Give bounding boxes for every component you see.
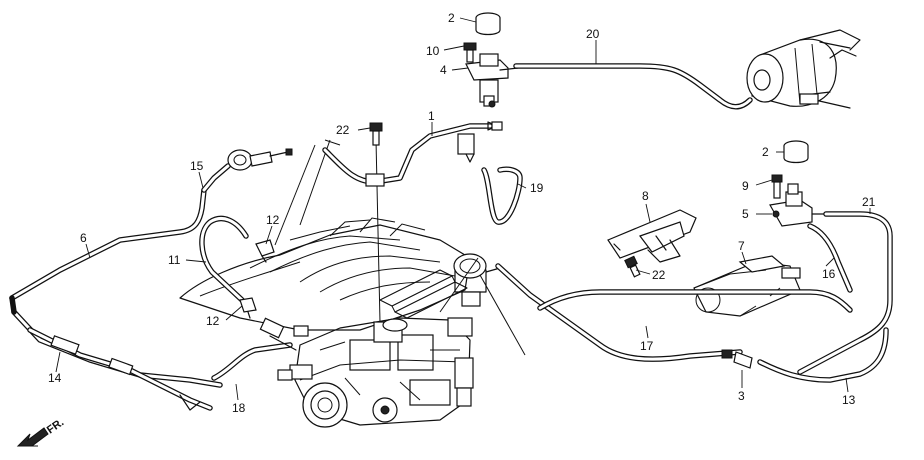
cap-2-lower: [783, 140, 809, 164]
solenoid-4: [465, 53, 519, 108]
tube-1: [322, 121, 503, 187]
callout-3: 3: [738, 389, 745, 403]
connector-3: [721, 349, 753, 369]
hose-16: [807, 223, 853, 293]
front-arrow-icon: FR.: [16, 416, 66, 447]
callout-17: 17: [640, 339, 654, 353]
egr-valve: [447, 253, 501, 337]
callout-11: 11: [168, 253, 181, 267]
bolt-22-upper: [369, 122, 383, 146]
tube-6: [9, 187, 223, 388]
callout-14: 14: [48, 371, 62, 385]
callout-1: 1: [428, 109, 435, 123]
cap-2-upper: [475, 12, 501, 36]
bolt-9: [771, 174, 783, 199]
control-box-7: [693, 255, 801, 317]
dashed-guides: [274, 139, 526, 356]
solenoid-5: [769, 183, 827, 227]
hose-14: [27, 327, 213, 411]
callout-8: 8: [642, 189, 649, 203]
hose-18: [211, 342, 293, 381]
throttle-body: [277, 317, 474, 428]
callout-5: 5: [742, 207, 749, 221]
callout-22-lower: 22: [652, 268, 666, 282]
left-fittings: [259, 317, 309, 351]
callout-21: 21: [862, 195, 876, 209]
charcoal-canister: [746, 29, 861, 109]
callout-18: 18: [232, 401, 246, 415]
bolt-10: [463, 42, 477, 63]
callout-20: 20: [586, 27, 600, 41]
bracket-8: [607, 209, 697, 263]
callout-16: 16: [822, 267, 836, 281]
callout-12-lower: 12: [206, 314, 220, 328]
callout-9: 9: [742, 179, 749, 193]
callout-12-upper: 12: [266, 213, 280, 227]
callout-10: 10: [426, 44, 440, 58]
clip-12-lower: [239, 297, 257, 319]
hose-19: [481, 166, 523, 225]
hose-17: [495, 263, 853, 362]
intake-manifold: [179, 217, 471, 331]
callout-4: 4: [440, 63, 447, 77]
hose-21: [797, 211, 893, 375]
callout-2-cap-upper: 2: [448, 11, 455, 25]
clip-12-upper: [255, 239, 275, 263]
callout-13: 13: [842, 393, 856, 407]
callout-2-cap-lower: 2: [762, 145, 769, 159]
callout-22-upper: 22: [336, 123, 350, 137]
callout-6: 6: [80, 231, 87, 245]
callout-7: 7: [738, 239, 745, 253]
check-valve-15: [227, 148, 293, 171]
bolt-22-lower: [624, 255, 641, 278]
hose-11: [199, 215, 249, 303]
callout-15: 15: [190, 159, 204, 173]
callout-numbers: 2 10 4 20 22 1 19 15 2 9 5 21 8 12 6 11 …: [48, 11, 876, 415]
callout-19: 19: [530, 181, 544, 195]
hose-20: [513, 63, 753, 110]
hose-15: [201, 163, 231, 193]
hose-13: [757, 327, 889, 383]
leader-lines: [55, 17, 871, 401]
